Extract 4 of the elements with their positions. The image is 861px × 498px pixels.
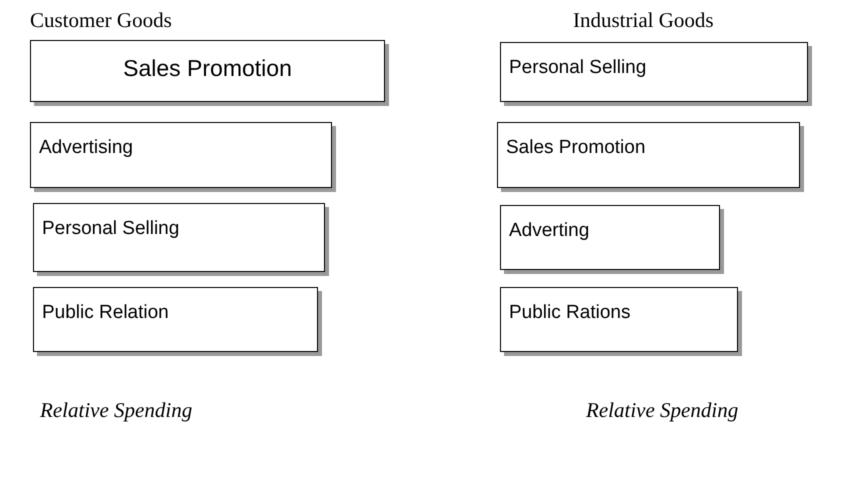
column-heading: Industrial Goods xyxy=(573,8,714,33)
column-heading: Customer Goods xyxy=(30,8,172,33)
axis-caption: Relative Spending xyxy=(40,398,192,423)
axis-caption: Relative Spending xyxy=(586,398,738,423)
